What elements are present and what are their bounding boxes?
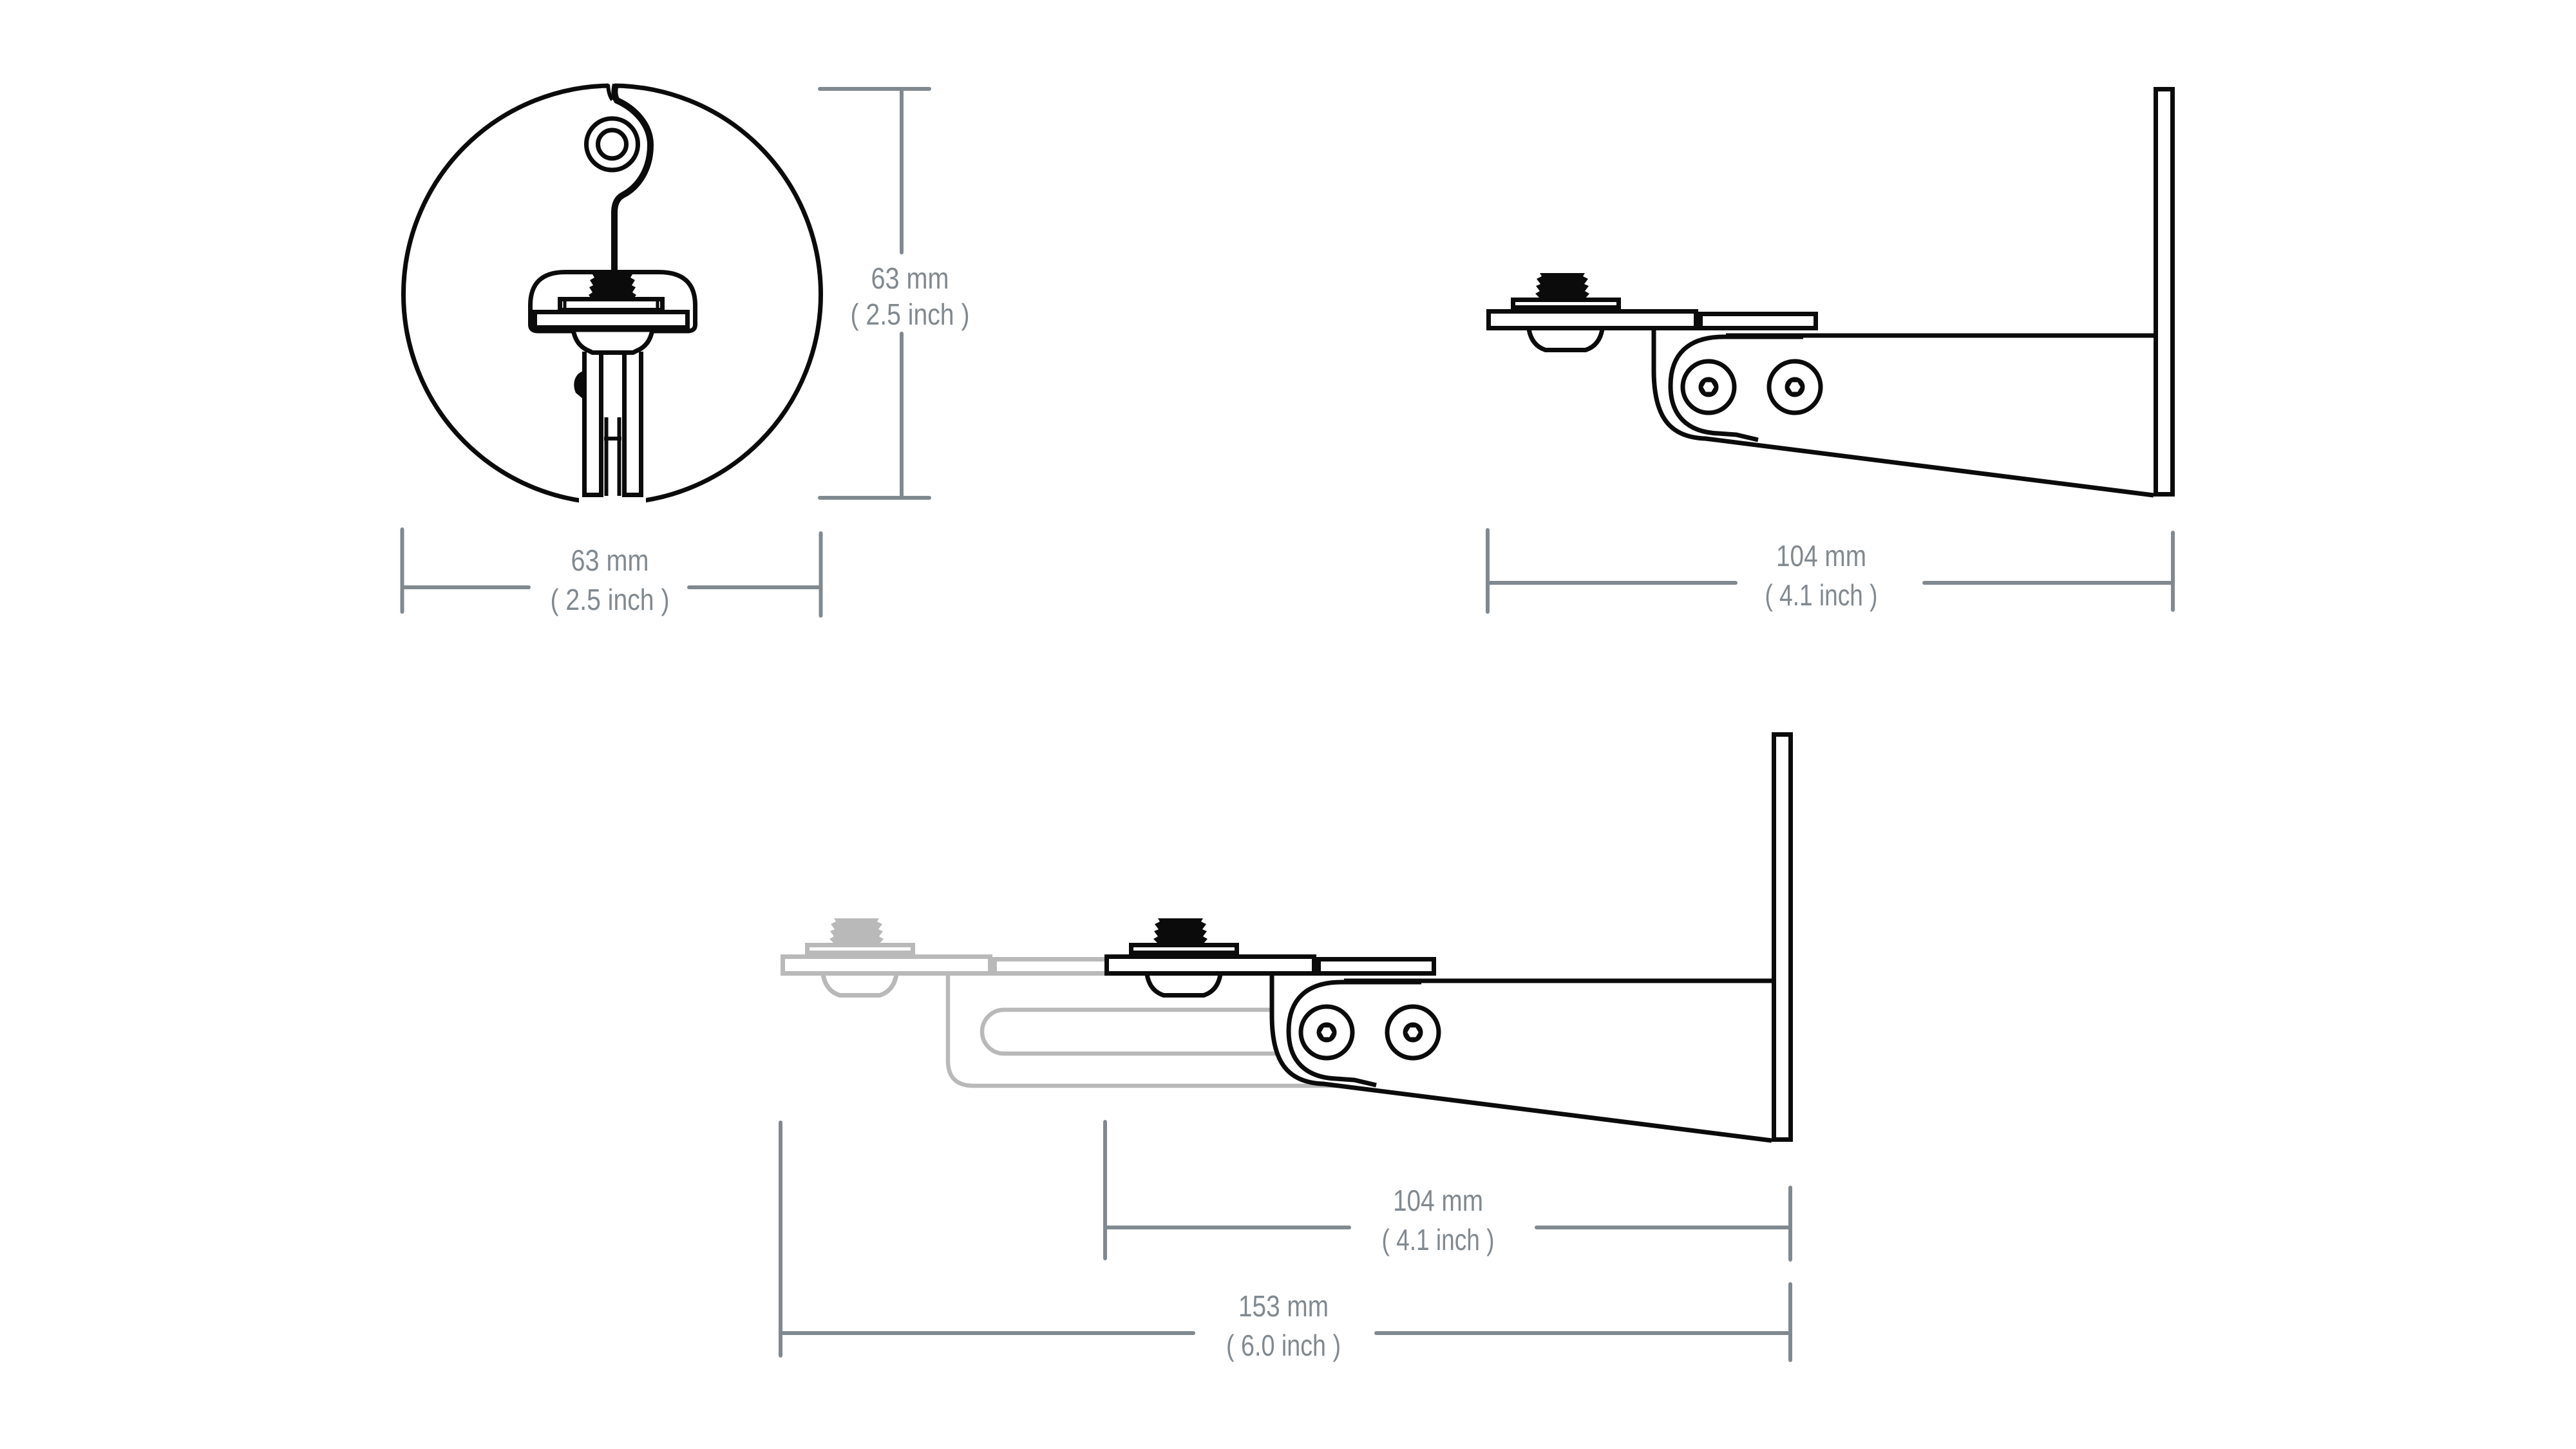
svg-text:( 2.5 inch ): ( 2.5 inch ) [851,298,970,331]
svg-text:( 2.5 inch ): ( 2.5 inch ) [551,583,670,616]
svg-text:63 mm: 63 mm [871,261,949,295]
svg-text:63 mm: 63 mm [571,544,649,577]
svg-text:153 mm: 153 mm [1238,1289,1329,1323]
svg-text:( 6.0 inch ): ( 6.0 inch ) [1226,1329,1341,1362]
svg-text:104 mm: 104 mm [1393,1184,1483,1217]
svg-text:( 4.1 inch ): ( 4.1 inch ) [1382,1223,1495,1256]
svg-text:( 4.1 inch ): ( 4.1 inch ) [1765,578,1878,612]
svg-text:104 mm: 104 mm [1776,539,1866,573]
